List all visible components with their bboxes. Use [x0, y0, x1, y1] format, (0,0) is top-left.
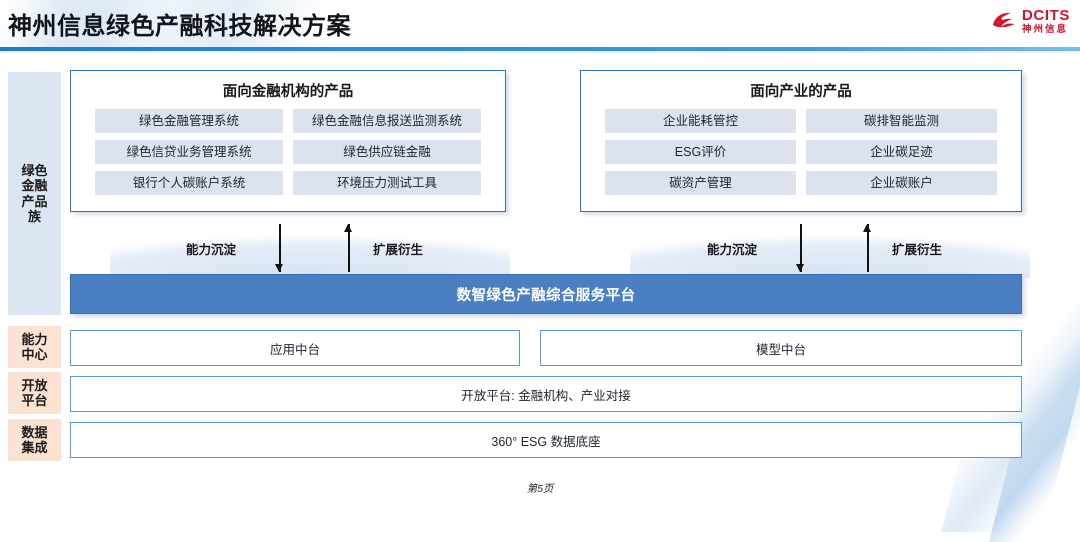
sidebar-item-ability-center[interactable]: 能力中心 [8, 326, 61, 368]
product-tile[interactable]: 企业碳账户 [806, 171, 997, 195]
slide-header: 神州信息绿色产融科技解决方案 DCITS 神州信息 [0, 0, 1080, 48]
open-platform-row[interactable]: 开放平台: 金融机构、产业对接 [70, 376, 1022, 412]
flow-group-left-up: 扩展衍生 [343, 218, 423, 278]
page-number-footer: 第5页 [526, 483, 554, 495]
sidebar-label-open-platform: 开放平台 [21, 377, 48, 408]
sidebar-item-open-platform[interactable]: 开放平台 [8, 372, 61, 414]
product-tile[interactable]: 环境压力测试工具 [293, 171, 481, 195]
product-box-right-title: 面向产业的产品 [750, 84, 852, 100]
product-tile[interactable]: 绿色金融信息报送监测系统 [293, 109, 481, 133]
flow-label-extension-right: 扩展衍生 [892, 242, 943, 257]
flow-label-precipitation-left: 能力沉淀 [186, 242, 237, 257]
product-tile[interactable]: 企业能耗管控 [605, 109, 796, 133]
sidebar-item-green-products[interactable]: 绿色金融产品族 [8, 72, 61, 315]
logo-name: DCITS [1022, 7, 1070, 24]
product-tile[interactable]: 企业碳足迹 [806, 140, 997, 164]
middle-layer-model-center[interactable]: 模型中台 [540, 330, 1022, 366]
sidebar-label-green-products: 绿色金融产品族 [21, 162, 48, 224]
flow-group-right-down: 能力沉淀 [707, 218, 807, 278]
sidebar-label-ability-center: 能力中心 [21, 331, 48, 362]
header-divider-shadow [0, 51, 1080, 54]
arrow-up-icon [862, 224, 874, 272]
model-center-label: 模型中台 [755, 342, 806, 357]
header-divider [0, 47, 1080, 51]
flow-group-left-down: 能力沉淀 [186, 218, 286, 278]
app-center-label: 应用中台 [269, 342, 320, 357]
product-tile[interactable]: ESG评价 [605, 140, 796, 164]
product-tile[interactable]: 碳资产管理 [605, 171, 796, 195]
platform-bar[interactable]: 数智绿色产融综合服务平台 [70, 274, 1022, 314]
product-tile[interactable]: 绿色供应链金融 [293, 140, 481, 164]
data-foundation-row[interactable]: 360° ESG 数据底座 [70, 422, 1022, 458]
hill-shape-right [630, 218, 1030, 278]
product-tile[interactable]: 绿色金融管理系统 [95, 109, 283, 133]
arrow-down-icon [795, 224, 807, 272]
sidebar-item-data-integration[interactable]: 数据集成 [8, 419, 61, 461]
arrow-down-icon [274, 224, 286, 272]
flow-group-right-up: 扩展衍生 [862, 218, 942, 278]
open-platform-label: 开放平台: 金融机构、产业对接 [461, 388, 631, 403]
middle-layer-app-center[interactable]: 应用中台 [70, 330, 520, 366]
sidebar-label-data-integration: 数据集成 [21, 424, 48, 455]
hill-shape-left [110, 218, 510, 278]
platform-bar-label: 数智绿色产融综合服务平台 [456, 287, 636, 304]
logo-text: DCITS 神州信息 [1022, 8, 1070, 35]
product-grid-left: 绿色金融管理系统 绿色金融信息报送监测系统 绿色信贷业务管理系统 绿色供应链金融… [71, 109, 505, 195]
product-tile[interactable]: 碳排智能监测 [806, 109, 997, 133]
flow-label-extension-left: 扩展衍生 [373, 242, 424, 257]
logo-subtitle: 神州信息 [1022, 24, 1069, 35]
product-tile[interactable]: 绿色信贷业务管理系统 [95, 140, 283, 164]
page-title: 神州信息绿色产融科技解决方案 [8, 13, 351, 40]
data-foundation-label: 360° ESG 数据底座 [491, 434, 601, 449]
product-box-left-title: 面向金融机构的产品 [222, 84, 354, 100]
arrow-up-icon [343, 224, 355, 272]
product-grid-right: 企业能耗管控 碳排智能监测 ESG评价 企业碳足迹 碳资产管理 企业碳账户 [581, 109, 1021, 195]
flow-label-precipitation-right: 能力沉淀 [707, 242, 758, 257]
product-tile[interactable]: 银行个人碳账户系统 [95, 171, 283, 195]
dcits-logo: DCITS 神州信息 [991, 8, 1070, 35]
product-box-financial-institutions: 面向金融机构的产品 绿色金融管理系统 绿色金融信息报送监测系统 绿色信贷业务管理… [70, 70, 506, 212]
product-box-industry: 面向产业的产品 企业能耗管控 碳排智能监测 ESG评价 企业碳足迹 碳资产管理 … [580, 70, 1022, 212]
dcits-logo-mark [993, 13, 1015, 28]
